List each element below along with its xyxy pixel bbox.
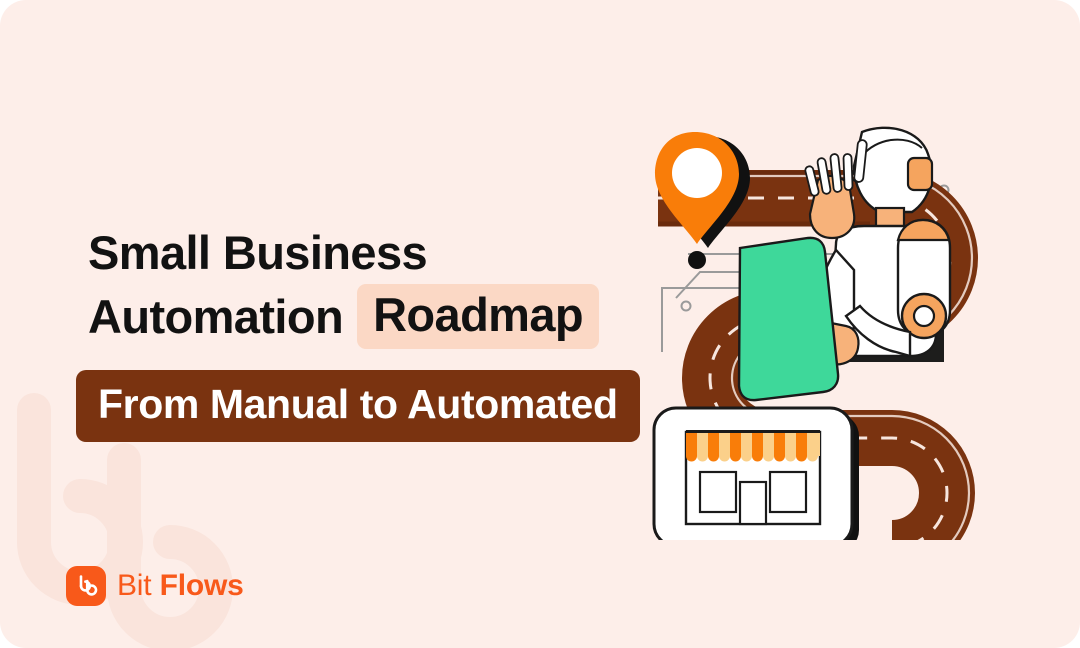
headline-highlight-roadmap: Roadmap	[357, 284, 600, 349]
storefront-card	[652, 406, 859, 552]
robot-mechanical-arm	[896, 218, 952, 340]
automation-roadmap-illustration	[640, 120, 1040, 576]
headline-line-1: Small Business	[88, 226, 428, 279]
brand-word-bit: Bit	[117, 569, 152, 602]
brand-logo[interactable]: Bit Flows	[66, 566, 244, 606]
bitflows-glyph-icon	[66, 566, 106, 606]
headline-line-2: Automation Roadmap	[88, 284, 668, 349]
page-title: Small Business Automation Roadmap	[88, 222, 668, 349]
subhead-banner: From Manual to Automated	[76, 370, 640, 442]
map-pin	[655, 132, 750, 269]
green-tablet	[737, 236, 840, 402]
robot-raised-arm	[804, 139, 868, 349]
brand-word-flows: Flows	[159, 569, 244, 602]
robot-figure	[737, 126, 952, 402]
brand-wordmark: Bit Flows	[117, 569, 244, 603]
headline-line-2-prefix: Automation	[88, 289, 344, 343]
storefront-awning	[686, 430, 820, 462]
